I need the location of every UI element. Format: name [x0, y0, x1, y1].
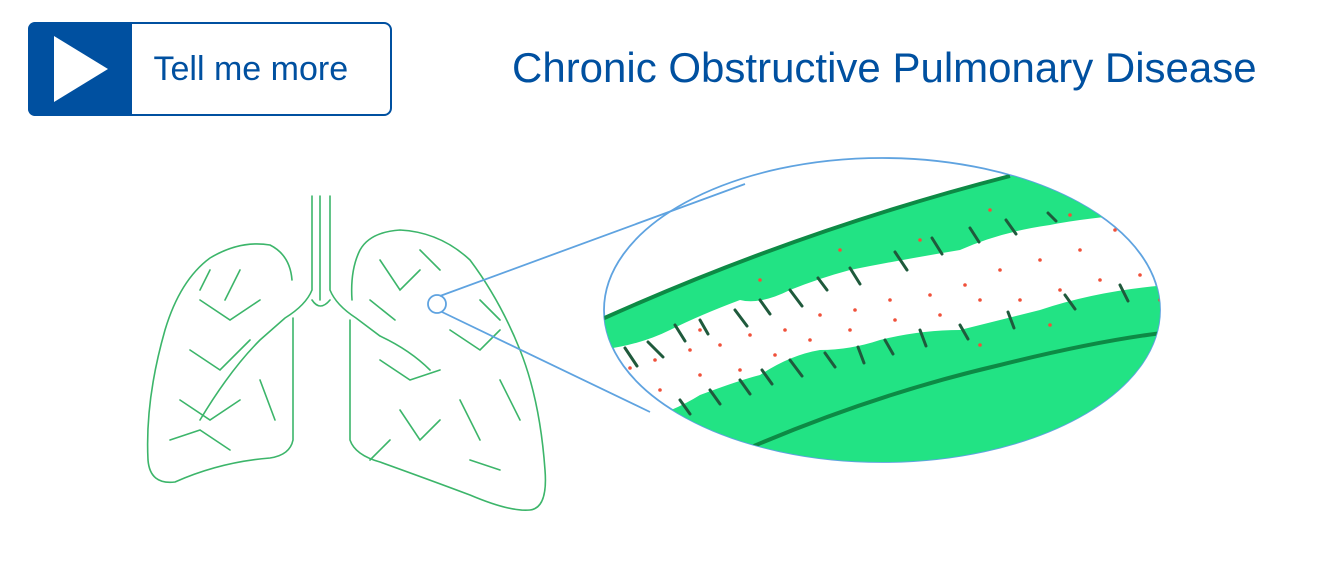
tell-me-more-button[interactable]: Tell me more [27, 22, 392, 116]
play-icon [27, 22, 132, 116]
magnifier-focus-circle [427, 294, 447, 314]
page-title: Chronic Obstructive Pulmonary Disease [512, 44, 1257, 91]
tell-me-more-label: Tell me more [153, 49, 349, 88]
mucus-dots [628, 208, 1160, 392]
lungs-diagram [146, 195, 547, 512]
airway-cross-section [604, 174, 1160, 462]
